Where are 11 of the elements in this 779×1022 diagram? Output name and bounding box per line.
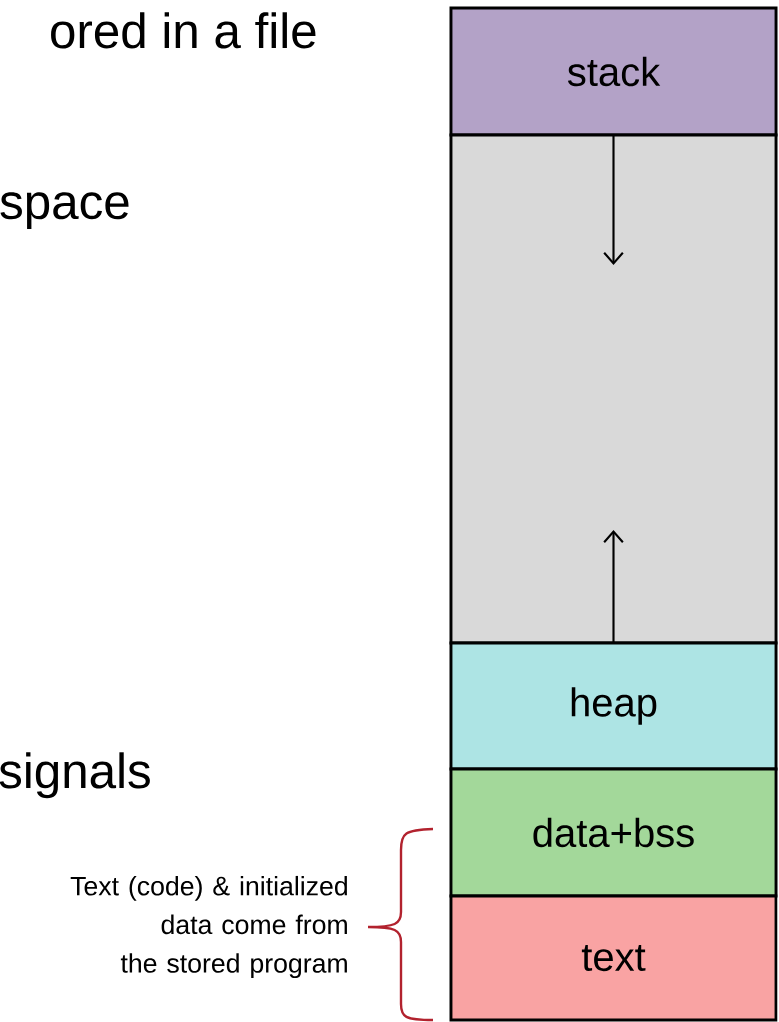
memory-segment: heap bbox=[449, 641, 778, 771]
memory-segment: stack bbox=[449, 6, 778, 137]
slide-text: space bbox=[0, 192, 129, 230]
annotation-text: Text (code) & initialized data come from the stored program bbox=[70, 875, 347, 979]
arrow bbox=[603, 135, 624, 265]
slide-text: signals bbox=[0, 752, 150, 799]
arrow bbox=[603, 530, 624, 643]
memory-segment: data+bss bbox=[449, 767, 778, 898]
free-space-region bbox=[449, 133, 778, 645]
slide-text: ored in a file bbox=[51, 12, 316, 49]
memory-segment: text bbox=[449, 894, 778, 1022]
